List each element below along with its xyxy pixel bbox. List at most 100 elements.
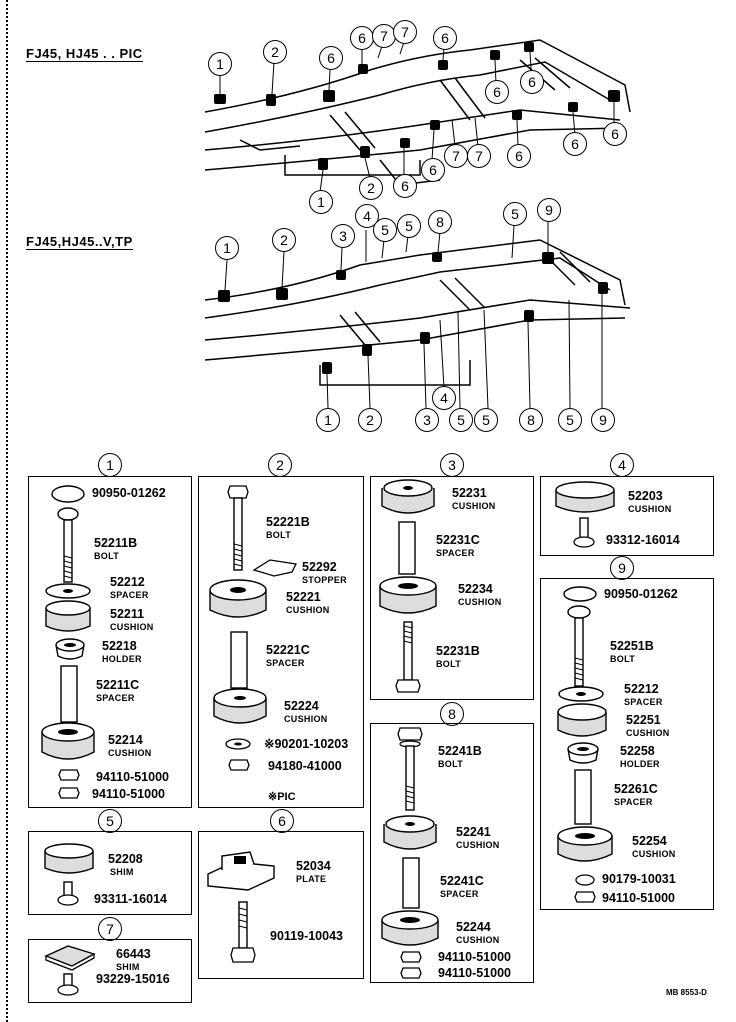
part-number: 52244 [456,920,491,934]
section-title-9: 9 [610,556,634,580]
callout-5: 5 [449,408,473,432]
part-number: 93229-15016 [96,972,170,986]
frame-vtp-mounts [218,252,608,374]
frame-vtp-drawing [204,239,631,386]
section-box-7 [28,939,192,1003]
part-description: BOLT [610,654,636,664]
cushion-large-drawing [209,579,267,618]
part-number: 94110-51000 [92,787,165,801]
spacer-tube-drawing [398,521,416,575]
part-number: 90950-01262 [92,486,166,500]
washer-drawing [225,738,251,750]
callout-1: 1 [309,190,333,214]
shim-drawing [44,945,96,971]
part-number: 52231C [436,533,480,547]
part-description: STOPPER [302,575,347,585]
part-description: BOLT [266,530,292,540]
stopper-drawing [252,559,297,577]
part-description: SPACER [440,889,479,899]
part-description: CUSHION [456,840,500,850]
section-box-9 [540,578,714,910]
part-description: CUSHION [458,597,502,607]
part-description: CUSHION [456,935,500,945]
part-number: 52221B [266,515,310,529]
part-number: 94110-51000 [96,770,169,784]
part-number: 52241 [456,825,491,839]
section-box-1 [28,476,192,808]
cushion-drawing [555,481,615,513]
callout-8: 8 [428,210,452,234]
nut-drawing [58,787,80,799]
part-number: 52218 [102,639,137,653]
bolt-drawing [57,881,79,906]
part-number: 94110-51000 [438,950,511,964]
section-box-8 [370,723,534,983]
part-description: SPACER [614,797,653,807]
section-box-5 [28,831,192,915]
section-title-4: 4 [610,453,634,477]
part-number: 52231 [452,486,487,500]
part-number: 52214 [108,733,143,747]
callout-6: 6 [507,144,531,168]
part-number: 52241B [438,744,482,758]
callout-6: 6 [485,80,509,104]
callout-2: 2 [358,408,382,432]
part-number: 94110-51000 [602,891,675,905]
section-title-8: 8 [440,702,464,726]
cushion-drawing [557,703,607,737]
part-number: 52241C [440,874,484,888]
leader-lines [219,41,615,409]
cushion-large-drawing [381,910,439,946]
spacer-tube-drawing [230,631,248,689]
frame-pic-mounts [214,42,620,170]
part-number: 94110-51000 [438,966,511,980]
callout-7: 7 [467,144,491,168]
part-number: 93312-16014 [606,533,680,547]
cap-plug-drawing [563,586,597,602]
callout-6: 6 [319,46,343,70]
cushion-large-drawing [379,576,437,614]
part-number: 52224 [284,699,319,713]
frame-pic-drawing [204,39,631,186]
part-description: SPACER [624,697,663,707]
part-number: 52251B [610,639,654,653]
part-number: 90179-10031 [602,872,676,886]
cushion-large-drawing [41,722,95,760]
nut-drawing [228,759,250,771]
section-title-5: 5 [98,809,122,833]
callout-6: 6 [350,26,374,50]
callout-1: 1 [215,236,239,260]
part-number: 52258 [620,744,655,758]
callout-5: 5 [373,218,397,242]
part-description: HOLDER [102,654,142,664]
part-description: BOLT [436,659,462,669]
part-description: PLATE [296,874,327,884]
part-number: 90950-01262 [604,587,678,601]
callout-6: 6 [393,174,417,198]
part-number: 52203 [628,489,663,503]
cushion-drawing [45,600,91,632]
callout-6: 6 [563,132,587,156]
callout-6: 6 [421,158,445,182]
section-title-1: 1 [98,453,122,477]
bolt-drawing [567,605,591,687]
washer-drawing [575,874,595,886]
part-description: CUSHION [286,605,330,615]
spacer-tube-drawing [574,769,592,825]
drawing-code: MB 8553-D [666,988,707,997]
callout-7: 7 [393,20,417,44]
part-number: 52208 [108,852,143,866]
nut-drawing [400,951,422,963]
part-description: SPACER [96,693,135,703]
callout-7: 7 [444,144,468,168]
section-box-6 [198,831,364,979]
part-number: 52034 [296,859,331,873]
part-number: 52292 [302,560,337,574]
cushion-drawing [213,688,267,724]
part-number: 52212 [110,575,145,589]
section-title-2: 2 [268,453,292,477]
part-description: CUSHION [626,728,670,738]
section-title-7: 7 [98,917,122,941]
cap-plug-drawing [51,485,85,503]
